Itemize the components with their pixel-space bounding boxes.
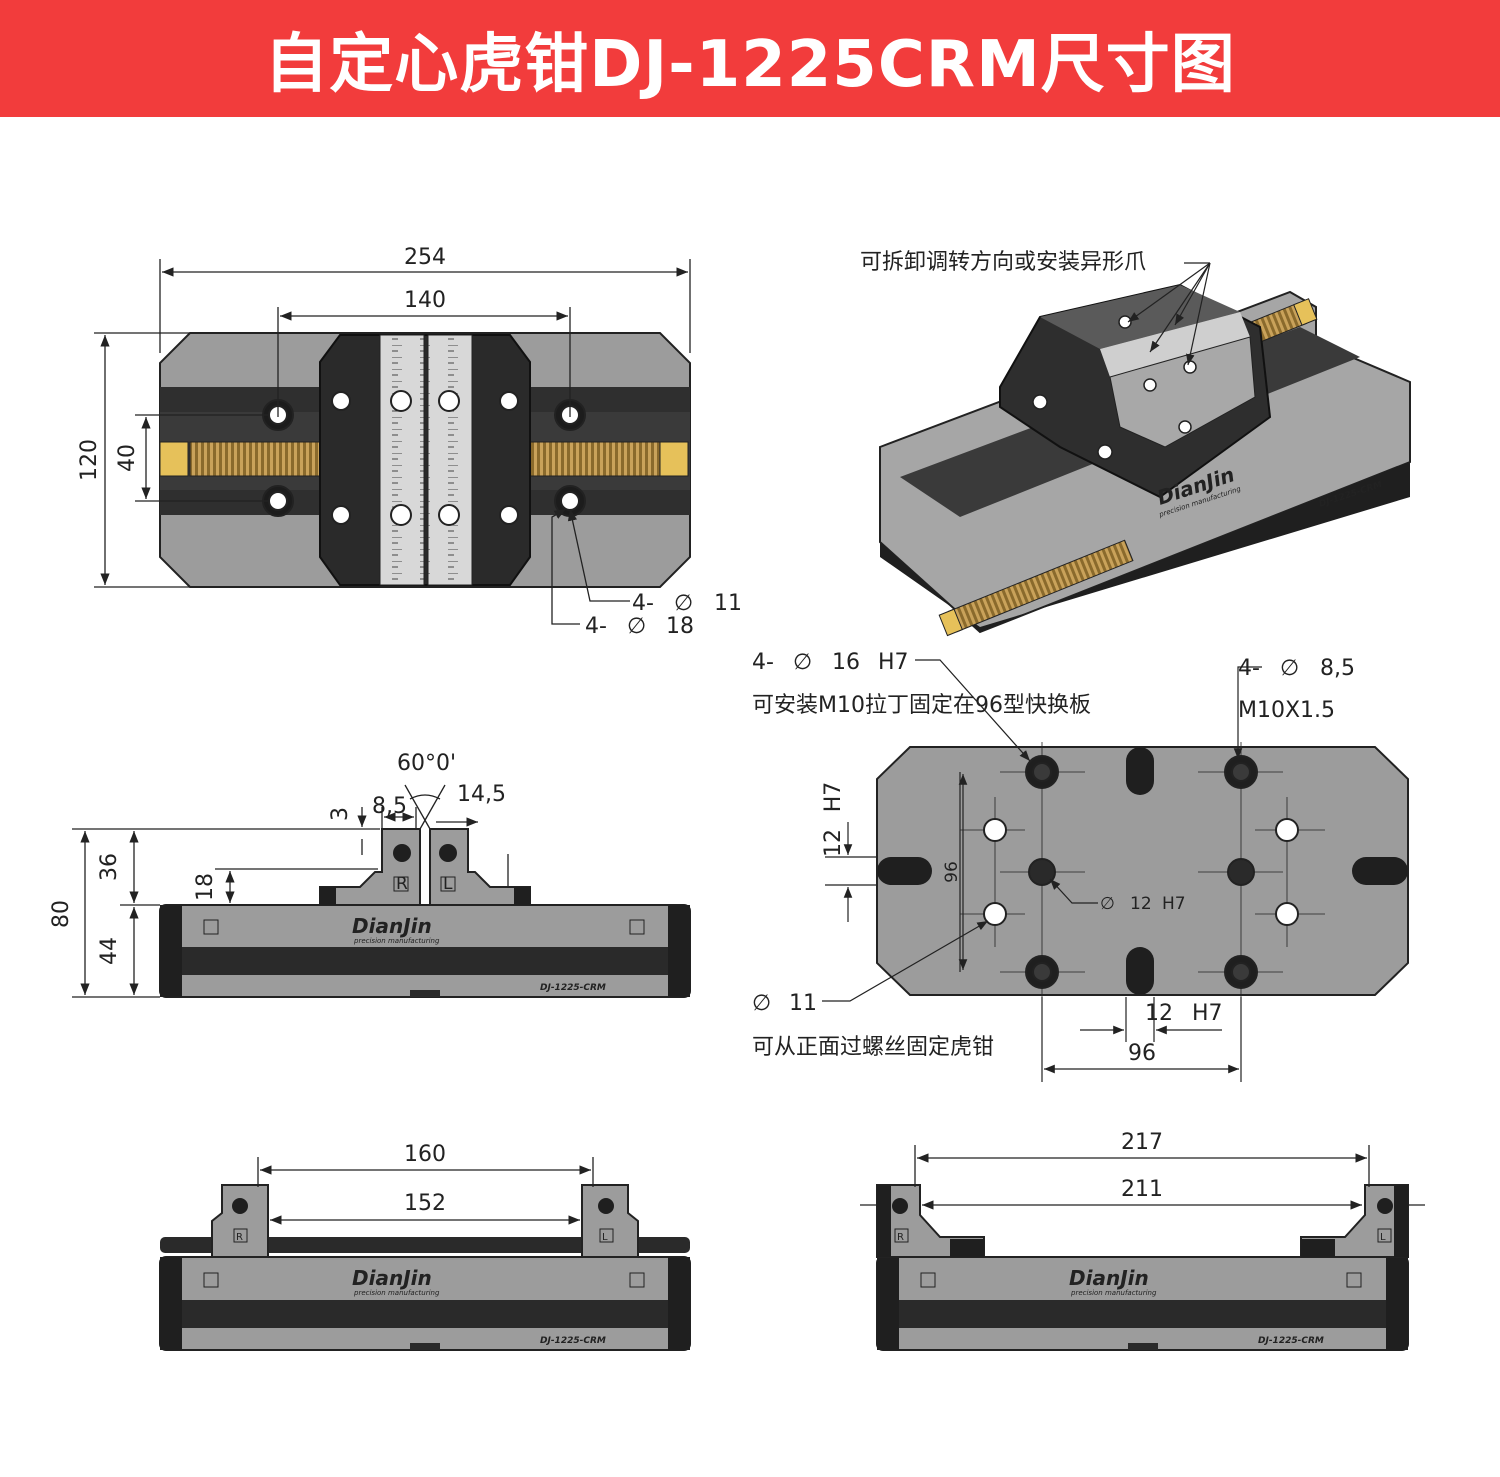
dim-217: 217 (1121, 1130, 1163, 1155)
jaw-mark-r: R (236, 1232, 243, 1243)
hole-large-count: 4- (585, 614, 607, 639)
dim-8-5: 8,5 (372, 794, 407, 819)
iso-view: DianJin precision manufacturing DJ-1225-… (860, 250, 1411, 637)
dim-160: 160 (404, 1142, 446, 1167)
side-brand-tagline: precision manufacturing (353, 937, 440, 945)
slot-fit-h-size: 12 (1145, 1001, 1173, 1026)
hole-a-note: 可安装M10拉丁固定在96型快换板 (752, 693, 1091, 718)
angle-60: 60°0' (397, 751, 456, 776)
dia-symbol: ∅ (627, 614, 646, 639)
dim-211: 211 (1121, 1177, 1163, 1202)
center-hole-dia: 12 (1130, 894, 1152, 914)
title-banner: 自定心虎钳DJ-1225CRM尺寸图 (0, 0, 1500, 117)
hole-a-fit: H7 (878, 650, 909, 675)
hole-small-count: 4- (632, 591, 654, 616)
dim-80: 80 (49, 900, 74, 928)
dim-152: 152 (404, 1191, 446, 1216)
slot-fit-v-fit: H7 (821, 782, 846, 813)
bottom-view: 4- ∅ 16 H7 可安装M10拉丁固定在96型快换板 4- ∅ 8,5 M1… (752, 650, 1409, 1082)
hole-b-count: 4- (1238, 656, 1260, 681)
dia-symbol: ∅ (752, 991, 771, 1016)
iso-note: 可拆卸调转方向或安装异形爪 (860, 250, 1146, 275)
dia-symbol: ∅ (1100, 894, 1115, 914)
fi-brand-tagline: precision manufacturing (353, 1289, 440, 1297)
slot-fit-v-size: 12 (821, 829, 846, 857)
hole-b-dia: 8,5 (1320, 656, 1355, 681)
hole-small-dia: 11 (714, 591, 742, 616)
dim-3: 3 (328, 807, 353, 821)
page-title: 自定心虎钳DJ-1225CRM尺寸图 (264, 27, 1236, 102)
fi-brand-logo: DianJin (352, 1266, 432, 1290)
side-brand-model: DJ-1225-CRM (540, 983, 606, 993)
dim-14-5: 14,5 (457, 782, 506, 807)
side-view: R L DianJin precision manufacturing DJ-1… (49, 751, 691, 998)
dim-18: 18 (193, 873, 218, 901)
hole-a-dia: 16 (832, 650, 860, 675)
front-view-outer: R L DianJin precision manufacturing DJ-1… (860, 1130, 1425, 1351)
dim-96-v: 96 (942, 861, 962, 883)
front-view-inner: R L DianJin precision manufacturing DJ-1… (159, 1142, 691, 1351)
jaw-mark-l: L (1380, 1232, 1386, 1243)
dim-jaw-span: 140 (404, 288, 446, 313)
dim-overall-width: 254 (404, 245, 446, 270)
jaw-mark-r: R (897, 1232, 904, 1243)
fo-brand-model: DJ-1225-CRM (1258, 1336, 1324, 1346)
dia-symbol: ∅ (793, 650, 812, 675)
dim-96-h: 96 (1128, 1041, 1156, 1066)
front-hole-dia: 11 (789, 991, 817, 1016)
fi-brand-model: DJ-1225-CRM (540, 1336, 606, 1346)
dim-36: 36 (97, 853, 122, 881)
dim-44: 44 (97, 937, 122, 965)
fo-brand-logo: DianJin (1069, 1266, 1149, 1290)
hole-large-dia: 18 (666, 614, 694, 639)
fo-brand-tagline: precision manufacturing (1070, 1289, 1157, 1297)
jaw-mark-l: L (602, 1232, 608, 1243)
dia-symbol: ∅ (674, 591, 693, 616)
center-hole-fit: H7 (1162, 894, 1186, 914)
dia-symbol: ∅ (1280, 656, 1299, 681)
front-hole-note: 可从正面过螺丝固定虎钳 (752, 1035, 994, 1060)
top-view: 254 140 120 40 4- ∅ 11 4- ∅ 18 (77, 245, 742, 639)
dimension-drawing: 254 140 120 40 4- ∅ 11 4- ∅ 18 DianJ (49, 245, 1425, 1351)
hole-b-thread: M10X1.5 (1238, 698, 1335, 723)
hole-a-count: 4- (752, 650, 774, 675)
slot-fit-h-fit: H7 (1192, 1001, 1223, 1026)
jaw-mark-l: L (443, 874, 453, 894)
dim-height: 120 (77, 439, 102, 481)
dim-hole-pitch: 40 (115, 444, 140, 472)
side-brand-logo: DianJin (352, 914, 432, 938)
jaw-mark-r: R (396, 874, 408, 894)
